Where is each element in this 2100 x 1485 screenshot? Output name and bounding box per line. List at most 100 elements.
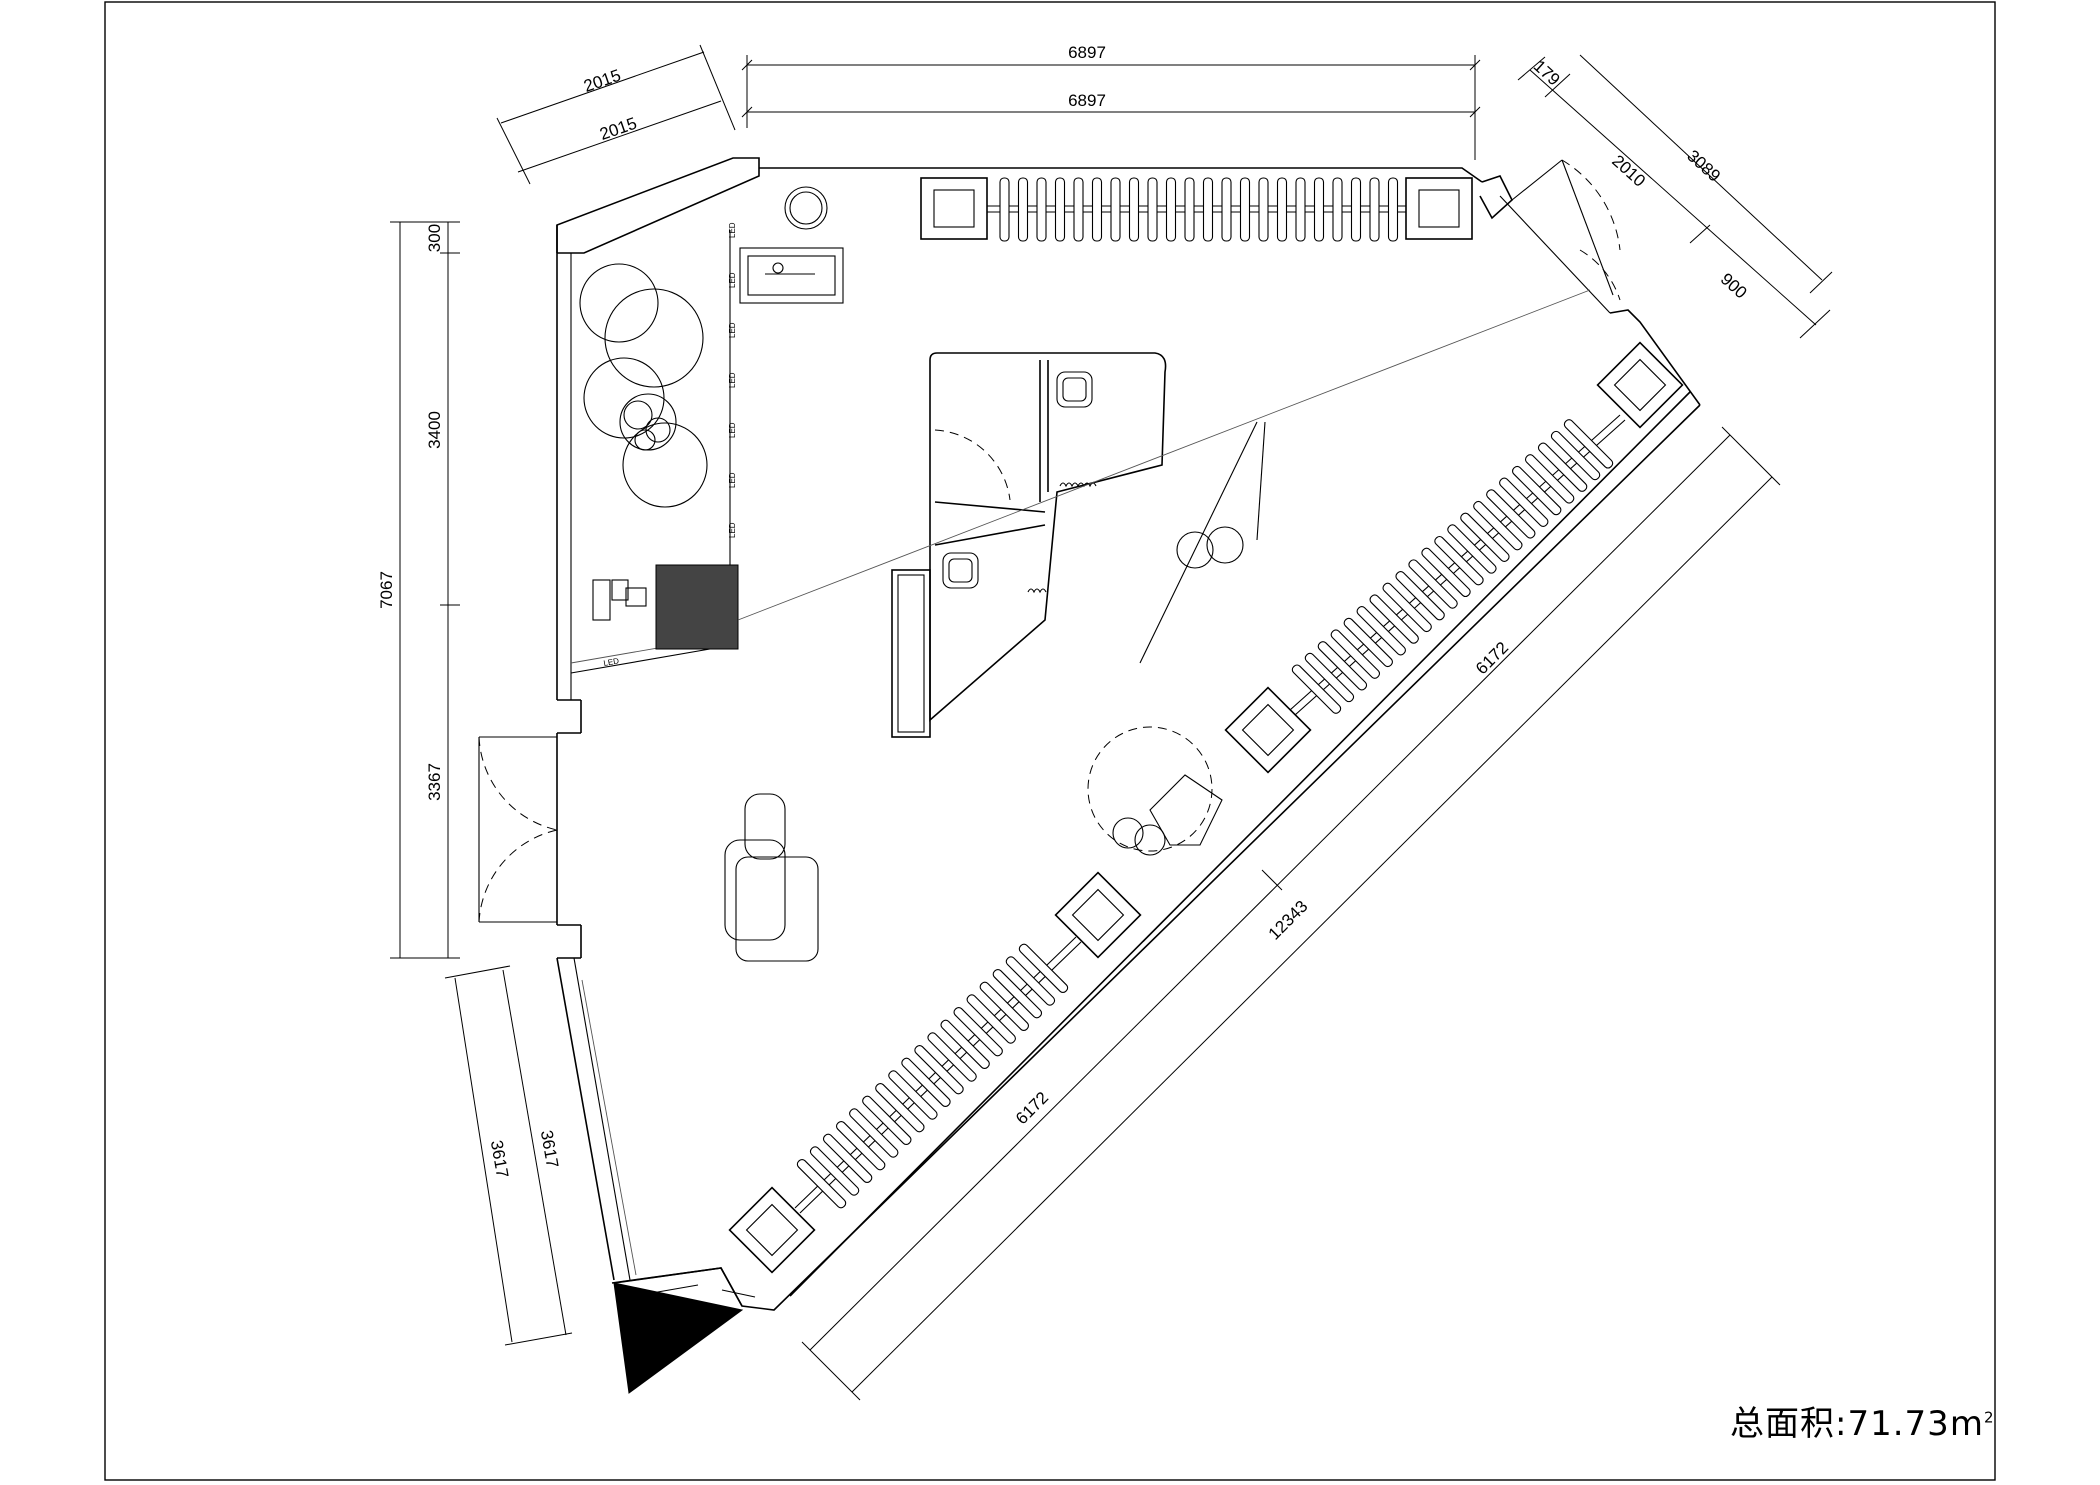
hanger — [1295, 177, 1306, 242]
entrance-double-door — [478, 736, 558, 923]
hanger — [1091, 177, 1103, 242]
led-label: LED — [728, 372, 737, 388]
hanger — [1447, 524, 1497, 574]
led-label: LED — [603, 656, 620, 668]
hanger — [1304, 652, 1355, 703]
hanger — [1387, 177, 1399, 242]
hanger — [1239, 177, 1251, 242]
dim-bottom-left-outer: 3617 — [487, 1139, 512, 1180]
hanger — [1054, 177, 1066, 242]
led-label: LED — [728, 422, 737, 438]
hanger — [901, 1057, 951, 1108]
hanger — [1202, 177, 1214, 242]
dim-right-lower: 6172 — [1012, 1088, 1052, 1128]
hanger — [1258, 177, 1269, 242]
diagonal-rail — [728, 341, 1684, 1274]
hanger — [1184, 177, 1195, 242]
corner-column — [613, 1267, 744, 1394]
hanger — [1524, 454, 1575, 504]
hanger — [1343, 617, 1393, 668]
hanger — [1382, 582, 1432, 633]
hanger — [1017, 177, 1029, 242]
hanger — [1563, 419, 1614, 469]
dim-left-top: 300 — [425, 224, 444, 252]
hanger — [875, 1082, 925, 1133]
dim-top-right-bottom: 900 — [1717, 269, 1751, 302]
hanger — [1350, 177, 1362, 242]
hanger — [914, 1044, 964, 1095]
dim-top-inner: 6897 — [1068, 91, 1106, 110]
dim-left-middle: 3400 — [425, 411, 444, 449]
hanger — [1356, 606, 1406, 656]
hanger — [1147, 177, 1158, 242]
hanger — [1128, 177, 1140, 242]
sofa — [724, 793, 819, 962]
hanger — [888, 1070, 938, 1120]
hanger — [966, 994, 1016, 1044]
dim-bottom-left-inner: 3617 — [537, 1129, 562, 1170]
led-label: LED — [728, 222, 737, 238]
dim-left-bottom: 3367 — [425, 763, 444, 801]
hanger — [849, 1108, 899, 1158]
top-hanging-rail — [920, 177, 1473, 242]
dim-top-right-total: 3089 — [1683, 146, 1724, 185]
hanger — [953, 1006, 1003, 1057]
hanger — [1317, 641, 1368, 691]
dim-top-left-outer: 2015 — [581, 66, 623, 96]
hanger — [1110, 177, 1121, 242]
hanger — [1276, 177, 1288, 242]
hanger — [1221, 177, 1232, 242]
hanger — [1330, 629, 1381, 679]
lounge-table-area — [1087, 421, 1266, 856]
dim-left-total: 7067 — [377, 571, 396, 609]
hanger — [1036, 177, 1047, 242]
hanger — [1537, 442, 1588, 492]
total-area-label: 总面积:71.73m2 — [1730, 1396, 1994, 1445]
dim-right-total: 12343 — [1265, 897, 1312, 944]
led-label: LED — [728, 522, 737, 538]
hanger — [1421, 547, 1471, 598]
fitting-rooms — [891, 352, 1167, 738]
area-unit-superscript: 2 — [1983, 1408, 1995, 1427]
dim-top-left-inner: 2015 — [597, 114, 639, 144]
cashier-counter — [739, 186, 844, 304]
hanger — [1332, 177, 1343, 242]
hanger — [979, 981, 1030, 1032]
hanger — [1018, 943, 1069, 994]
hanger — [1291, 664, 1342, 714]
led-label: LED — [728, 472, 737, 488]
hanger — [1369, 594, 1419, 644]
hanger — [1005, 956, 1056, 1006]
hanger — [1460, 512, 1510, 562]
exterior-walls — [556, 157, 1701, 1311]
window-display-area — [570, 230, 739, 674]
dim-top-outer: 6897 — [1068, 43, 1106, 62]
hanger — [1473, 500, 1523, 551]
hanger — [1395, 571, 1445, 621]
led-label: LED — [728, 272, 737, 288]
mannequin-block — [655, 564, 739, 650]
hanger — [862, 1095, 912, 1146]
hanger — [1073, 177, 1084, 242]
area-label-text: 总面积: — [1730, 1404, 1848, 1444]
hanger — [1313, 177, 1325, 242]
hanger — [927, 1032, 977, 1082]
dim-top-right-door: 2010 — [1608, 151, 1649, 190]
hanger — [822, 1133, 873, 1184]
hanger — [835, 1120, 886, 1171]
area-unit: m — [1949, 1404, 1984, 1444]
hanger — [1550, 430, 1601, 481]
area-value: 71.73 — [1847, 1404, 1950, 1444]
hanger — [1369, 177, 1380, 242]
drawing-border — [104, 1, 1996, 1481]
hanger — [1512, 465, 1562, 516]
hanger — [1499, 477, 1549, 527]
hanger — [992, 968, 1043, 1019]
hanger — [1165, 177, 1177, 242]
hanger — [1486, 489, 1536, 539]
hanger — [1408, 559, 1458, 609]
hanger — [999, 177, 1010, 242]
hanger — [1434, 535, 1484, 586]
hanger — [809, 1146, 860, 1196]
